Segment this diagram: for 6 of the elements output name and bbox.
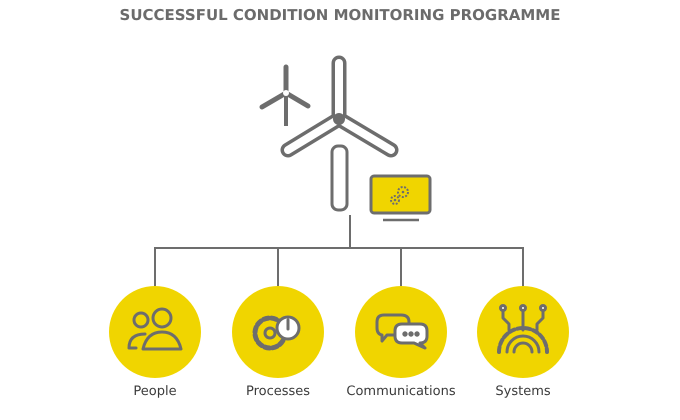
connector-line xyxy=(349,215,524,286)
diagram-title: SUCCESSFUL CONDITION MONITORING PROGRAMME xyxy=(118,6,562,24)
category-label: Systems xyxy=(494,384,552,399)
category-label: People xyxy=(132,384,178,399)
category-label: Communications xyxy=(345,384,457,399)
category-label: Processes xyxy=(244,384,312,399)
